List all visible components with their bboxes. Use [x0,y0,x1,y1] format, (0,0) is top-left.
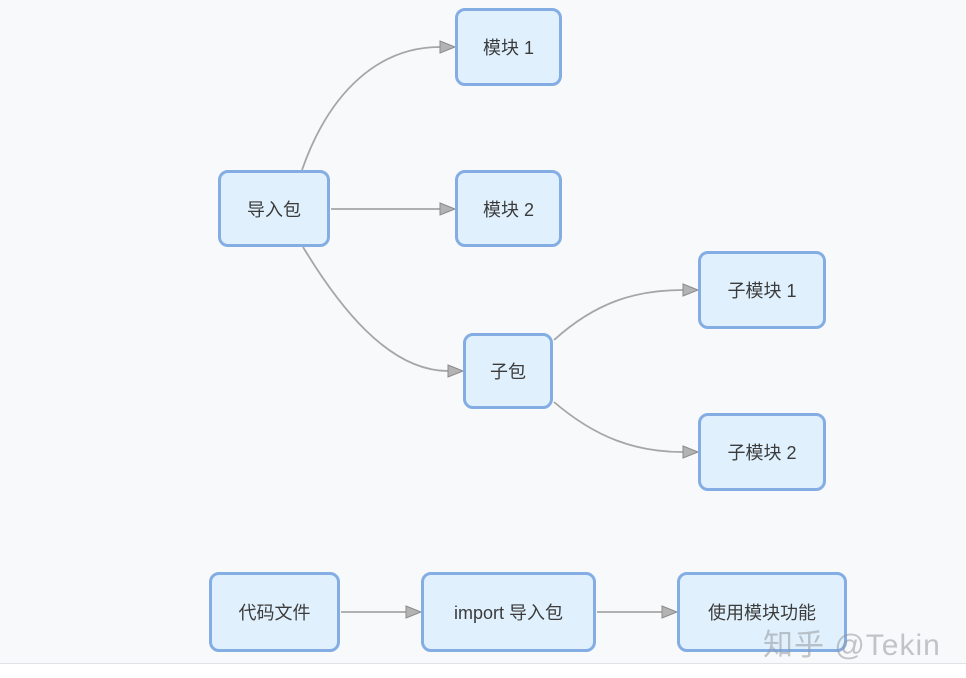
node-module1: 模块 1 [455,8,562,86]
arrowhead-icon [439,202,457,216]
arrowhead-icon [682,283,700,297]
arrowhead-icon [447,364,465,378]
edge-import-package-to-subpackage [302,246,465,378]
node-submodule1-label: 子模块 1 [727,281,797,301]
edge-import-package-to-module1 [301,40,457,171]
node-use-module-label: 使用模块功能 [708,603,816,623]
arrowhead-icon [682,445,700,459]
arrowhead-icon [439,40,457,54]
node-subpackage: 子包 [463,333,553,409]
arrowhead-icon [661,605,679,619]
node-submodule2: 子模块 2 [698,413,826,491]
edge-subpackage-to-submodule2 [553,401,700,459]
edge-subpackage-to-submodule1 [553,283,700,341]
edge-code-file-to-import-stmt [341,605,423,619]
node-import-package: 导入包 [218,170,330,247]
arrowhead-icon [405,605,423,619]
node-import-statement: import 导入包 [421,572,596,652]
node-submodule2-label: 子模块 2 [727,443,797,463]
node-import-statement-label: import 导入包 [453,603,563,623]
node-use-module: 使用模块功能 [677,572,847,652]
node-module2: 模块 2 [455,170,562,247]
node-submodule1: 子模块 1 [698,251,826,329]
node-module2-label: 模块 2 [482,199,534,220]
edge-import-stmt-to-use-module [597,605,679,619]
node-code-file: 代码文件 [209,572,340,652]
node-import-package-label: 导入包 [247,199,301,220]
edge-import-package-to-module2 [331,202,457,216]
diagram-canvas: 模块 1 导入包 模块 2 子包 子模块 1 子模块 2 代码文件 import… [209,8,940,662]
node-code-file-label: 代码文件 [238,603,311,623]
edges-layer [301,40,700,619]
node-module1-label: 模块 1 [482,38,534,58]
bottom-separator-line [0,663,966,664]
node-subpackage-label: 子包 [490,362,526,382]
